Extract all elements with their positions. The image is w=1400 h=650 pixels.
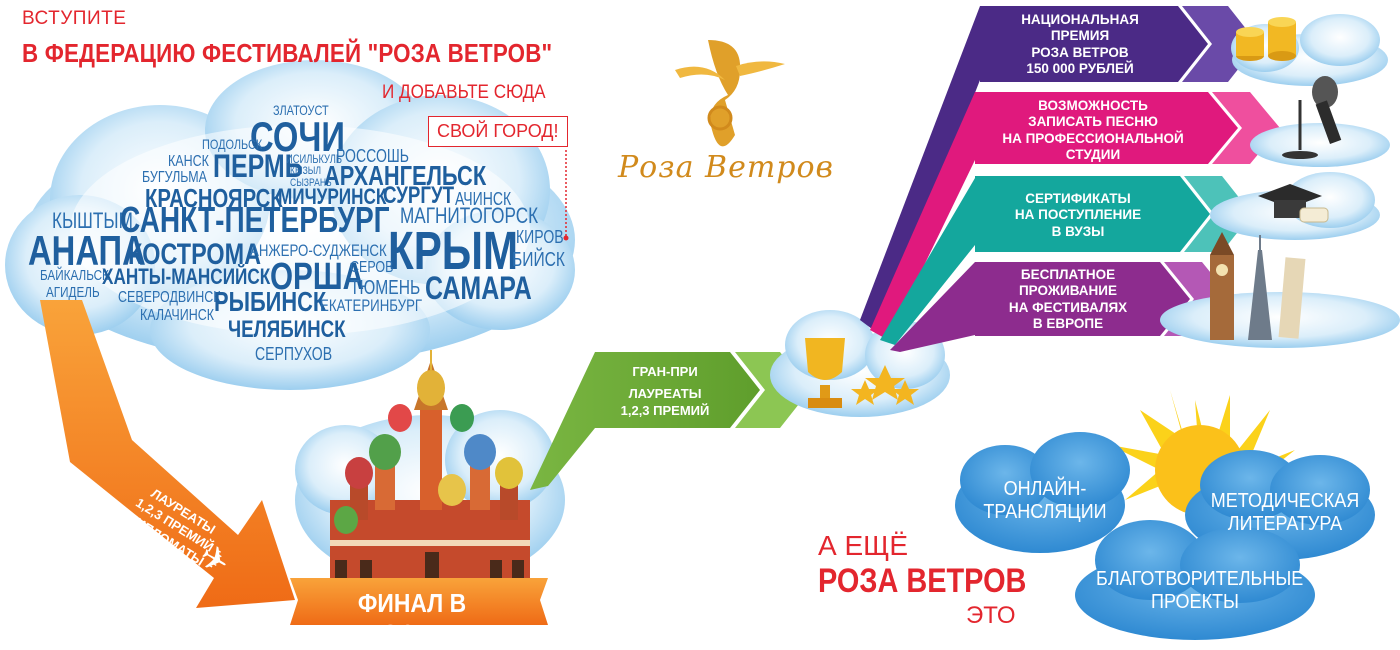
prize-line: В ВУЗЫ	[1051, 223, 1105, 239]
logo-emblem	[675, 40, 785, 147]
cloud-label-line: ОНЛАЙН-	[1003, 478, 1087, 500]
city-name: ЗЛАТОУСТ	[273, 102, 329, 118]
header-line2: В ФЕДЕРАЦИЮ ФЕСТИВАЛЕЙ "РОЗА ВЕТРОВ"	[22, 38, 553, 68]
city-name: САНКТ-ПЕТЕРБУРГ	[120, 199, 390, 240]
prize-line: ПРОЖИВАНИЕ	[1018, 283, 1118, 299]
green-arrow-line1: ГРАН-ПРИ	[632, 364, 698, 379]
green-arrow-line3: 1,2,3 ПРЕМИЙ	[620, 402, 710, 418]
cloud-label-line: БЛАГОТВОРИТЕЛЬНЫЕ	[1096, 568, 1304, 590]
cloud-label-line: ТРАНСЛЯЦИИ	[983, 501, 1107, 523]
city-name: ХАНТЫ-МАНСИЙСК	[102, 264, 271, 289]
city-name: ТЮМЕНЬ	[350, 277, 421, 299]
city-name: СЕРОВ	[350, 259, 394, 276]
city-name: СЕРПУХОВ	[255, 344, 333, 364]
city-name: КАЛАЧИНСК	[140, 307, 214, 324]
orange-arrow	[40, 300, 295, 608]
prize-3-label: СЕРТИФИКАТЫ НА ПОСТУПЛЕНИЕ В ВУЗЫ	[978, 191, 1178, 240]
prize-line: НАЦИОНАЛЬНАЯ	[1021, 12, 1139, 27]
city-name: КИРОВ	[516, 227, 564, 247]
prize-line: ЗАПИСАТЬ ПЕСНЮ	[1028, 114, 1158, 130]
city-name: ПЕРМЬ	[213, 148, 303, 184]
city-name: ЕКАТЕРИНБУРГ	[320, 296, 423, 315]
prize-2-label: ВОЗМОЖНОСТЬ ЗАПИСАТЬ ПЕСНЮ НА ПРОФЕССИОН…	[978, 98, 1208, 164]
own-city-box: СВОЙ ГОРОД!	[428, 116, 568, 147]
city-name: МАГНИТОГОРСК	[400, 203, 539, 228]
prize-bars	[975, 6, 1280, 336]
city-name: КРАСНОЯРСК	[145, 183, 283, 213]
prize-line: ВОЗМОЖНОСТЬ	[1038, 98, 1148, 113]
cloud-label-literature: МЕТОДИЧЕСКАЯ ЛИТЕРАТУРА	[1209, 490, 1362, 536]
green-arrow-line2: ЛАУРЕАТЫ	[628, 386, 702, 402]
cloud-label-line: ЛИТЕРАТУРА	[1227, 513, 1343, 535]
city-name: ПОДОЛЬСК	[202, 136, 263, 152]
prize-line: НА ПРОФЕССИОНАЛЬНОЙ	[1002, 130, 1184, 146]
city-name: РОССОШЬ	[336, 146, 409, 166]
city-name: КЫШТЫМ	[52, 208, 133, 233]
city-name: ЧЕЛЯБИНСК	[228, 316, 346, 343]
prize-line: СТУДИИ	[1065, 147, 1121, 163]
also-line1: А ЕЩЁ	[818, 530, 909, 561]
prize-line: В ЕВРОПЕ	[1032, 316, 1104, 332]
graduation-cap-icon	[1258, 184, 1329, 223]
prize-line: ПРЕМИЯ	[1050, 28, 1110, 44]
city-name: КЫЗЫЛ	[290, 165, 322, 177]
prize-line: НА ПОСТУПЛЕНИЕ	[1014, 207, 1142, 223]
city-name: ИСИЛЬКУЛЬ	[286, 152, 342, 166]
city-name: АНЖЕРО-СУДЖЕНСК	[250, 241, 387, 260]
green-arrow-label: ГРАН-ПРИ ЛАУРЕАТЫ 1,2,3 ПРЕМИЙ	[600, 364, 730, 419]
city-name: СУРГУТ	[383, 182, 455, 209]
also-line2: РОЗА ВЕТРОВ	[818, 562, 1027, 600]
prize-line: 150 000 РУБЛЕЙ	[1026, 61, 1134, 77]
city-name: БИЙСК	[512, 249, 566, 271]
city-name: АНАПА	[28, 227, 146, 274]
cloud-label-line: ПРОЕКТЫ	[1151, 591, 1239, 613]
city-name: КОСТРОМА	[128, 238, 261, 271]
landmarks-icon	[1210, 232, 1306, 340]
city-name: МИЧУРИНСК	[278, 184, 387, 209]
city-name: ОРША	[270, 256, 365, 298]
city-name: КРЫМ	[388, 221, 519, 281]
city-name: РЫБИНСК	[214, 286, 327, 317]
also-line3: ЭТО	[966, 602, 1016, 629]
city-name: СЫЗРАНЬ	[290, 177, 332, 189]
final-banner-shape	[290, 578, 548, 625]
prize-line: СЕРТИФИКАТЫ	[1025, 191, 1131, 206]
logo-text: Роза Ветров	[618, 150, 835, 185]
header-line1: ВСТУПИТЕ	[22, 8, 127, 29]
cloud-label-online: ОНЛАЙН- ТРАНСЛЯЦИИ	[969, 478, 1122, 524]
city-name: АРХАНГЕЛЬСК	[324, 160, 487, 191]
city-name: САМАРА	[425, 270, 532, 306]
city-name: АГИДЕЛЬ	[46, 284, 100, 301]
cloud-label-charity: БЛАГОТВОРИТЕЛЬНЫЕ ПРОЕКТЫ	[1096, 568, 1304, 614]
city-name: КАНСК	[168, 153, 209, 170]
prize-line: РОЗА ВЕТРОВ	[1031, 44, 1129, 60]
prize-line: НА ФЕСТИВАЛЯХ	[1008, 299, 1128, 315]
prize-4-label: БЕСПЛАТНОЕ ПРОЖИВАНИЕ НА ФЕСТИВАЛЯХ В ЕВ…	[978, 267, 1158, 333]
city-name: СОЧИ	[250, 113, 345, 160]
cloud-label-line: МЕТОДИЧЕСКАЯ	[1210, 490, 1360, 512]
also-clouds	[955, 432, 1375, 640]
city-cloud	[5, 60, 575, 390]
city-name: БУГУЛЬМА	[142, 169, 207, 186]
prize-line: БЕСПЛАТНОЕ	[1020, 267, 1116, 282]
cathedral-illustration	[330, 350, 530, 580]
city-name: БАЙКАЛЬСК	[40, 267, 109, 284]
city-name: АЧИНСК	[455, 189, 512, 209]
prize-1-label: НАЦИОНАЛЬНАЯ ПРЕМИЯ РОЗА ВЕТРОВ 150 000 …	[980, 12, 1180, 78]
city-name: СЕВЕРОДВИНСК	[118, 289, 221, 306]
header-line3: И ДОБАВЬТЕ СЮДА	[382, 82, 546, 103]
microphone-icon	[1282, 76, 1342, 159]
final-banner: ФИНАЛ В МОСКВЕ	[357, 588, 467, 649]
coins-icon	[1236, 17, 1296, 61]
prize-connectors	[860, 6, 980, 352]
